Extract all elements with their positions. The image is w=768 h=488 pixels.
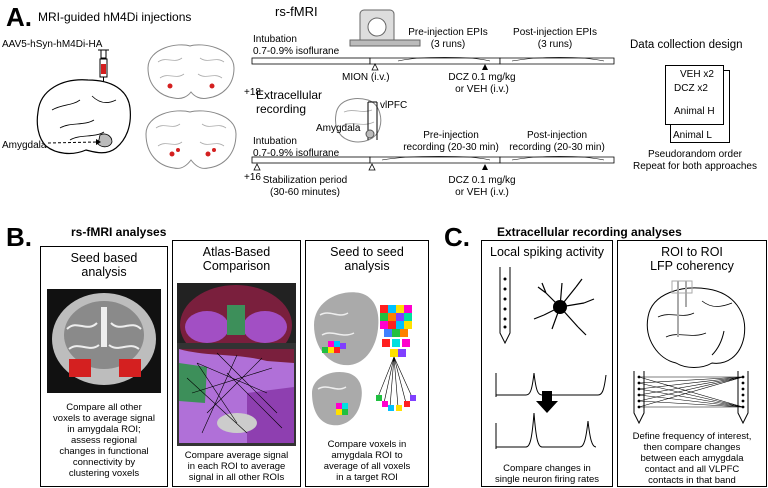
ephys-isoflurane: 0.7-0.9% isoflurane — [253, 148, 340, 159]
design-veh: VEH x2 — [680, 69, 714, 80]
seed-based-caption-5: changes in functional — [59, 446, 149, 457]
panel-c-title: Extracellular recording analyses — [497, 225, 682, 239]
rsfmri-title: rs-fMRI — [275, 4, 318, 19]
design-animal-h: Animal H — [674, 106, 715, 117]
rsfmri-mion: MION (i.v.) — [342, 72, 390, 83]
injection-brain-drawing — [36, 49, 131, 155]
seed-based-title-line1: Seed based — [70, 251, 138, 265]
seed-based-title-line2: analysis — [81, 265, 127, 279]
ephys-amygdala-label: Amygdala — [316, 123, 361, 134]
ephys-stab-line2: (30-60 minutes) — [269, 187, 341, 198]
seed-based-caption-6: connectivity by — [72, 457, 136, 468]
rsfmri-pre-epi-title: Pre-injection EPIs — [408, 27, 488, 38]
rsfmri-post-epi-runs: (3 runs) — [537, 39, 573, 50]
local-spiking-drawing — [495, 267, 607, 449]
seed-based-caption-3: in amygdala ROI; — [67, 424, 141, 435]
roi-coherency-caption-5: contacts in that band — [648, 475, 736, 486]
roi-coherency-drawing — [633, 280, 749, 425]
rsfmri-isoflurane: 0.7-0.9% isoflurane — [253, 46, 340, 57]
seed-based-caption-2: voxels to average signal — [53, 413, 155, 424]
ephys-title-line1: Extracellular — [256, 88, 323, 102]
coronal-slices-drawing — [145, 44, 237, 169]
seed-based-caption-1: Compare all other — [66, 402, 142, 413]
timelines-drawing — [251, 9, 615, 171]
roi-coherency-box: ROI to ROI LFP coherency — [617, 240, 767, 487]
seed-to-seed-caption-3: average of all voxels — [323, 461, 411, 472]
ephys-post-line1: Post-injection — [526, 130, 588, 141]
local-spiking-caption-1: Compare changes in — [503, 463, 591, 474]
ephys-dcz-line1: DCZ 0.1 mg/kg — [448, 175, 516, 186]
ephys-stab-line1: Stabilization period — [262, 175, 348, 186]
seed-to-seed-caption-2: amygdala ROI to — [331, 450, 403, 461]
injections-title: MRI-guided hM4Di injections — [38, 10, 192, 24]
local-spiking-title: Local spiking activity — [490, 245, 604, 259]
local-spiking-box: Local spiking activity Compare changes i… — [481, 240, 613, 487]
atlas-caption-2: in each ROI to average — [187, 461, 286, 472]
ephys-vlpfc-label: vlPFC — [380, 100, 408, 111]
ephys-title-line2: recording — [256, 102, 307, 116]
seed-to-seed-box: Seed to seed analysis — [305, 240, 429, 487]
slice-label-plus18: +18 — [244, 87, 261, 98]
local-spiking-caption-2: single neuron firing rates — [494, 474, 600, 485]
rsfmri-dcz-line1: DCZ 0.1 mg/kg — [448, 72, 516, 83]
panel-b-letter: B. — [6, 222, 32, 252]
ephys-pre-line2: recording (20-30 min) — [403, 142, 499, 153]
roi-coherency-title-line2: LFP coherency — [650, 259, 734, 273]
seed-to-seed-title-line1: Seed to seed — [330, 245, 404, 259]
rsfmri-pre-epi-runs: (3 runs) — [430, 39, 466, 50]
ephys-intubation: Intubation — [253, 136, 297, 147]
seed-based-box: Seed based analysis Compare all other vo… — [40, 246, 168, 487]
atlas-based-title-line2: Comparison — [202, 259, 271, 273]
seed-based-caption-7: clustering voxels — [68, 468, 140, 479]
panel-b-title: rs-fMRI analyses — [71, 225, 167, 239]
seed-to-seed-caption-1: Compare voxels in — [327, 439, 407, 450]
atlas-based-box: Atlas-Based Comparison Compare average s… — [172, 240, 301, 487]
rsfmri-dcz-line2: or VEH (i.v.) — [455, 84, 509, 95]
atlas-based-title-line1: Atlas-Based — [202, 245, 271, 259]
design-animal-l: Animal L — [673, 130, 712, 141]
slice-label-plus16: +16 — [244, 172, 261, 183]
design-dcz: DCZ x2 — [674, 83, 708, 94]
rsfmri-intubation: Intubation — [253, 34, 297, 45]
roi-coherency-caption-2: then compare changes — [643, 442, 741, 453]
roi-coherency-title-line1: ROI to ROI — [661, 245, 723, 259]
roi-coherency-caption-3: between each amygdala — [640, 453, 744, 464]
atlas-brain-image — [177, 283, 296, 446]
vector-label: AAV5-hSyn-hM4Di-HA — [2, 39, 103, 50]
ephys-dcz-line2: or VEH (i.v.) — [455, 187, 509, 198]
panel-c-letter: C. — [444, 222, 470, 252]
design-note-line2: Repeat for both approaches — [633, 161, 757, 172]
atlas-caption-3: signal in all other ROIs — [188, 472, 285, 483]
atlas-caption-1: Compare average signal — [184, 450, 289, 461]
seed-based-brain-image — [47, 289, 161, 393]
roi-coherency-caption-1: Define frequency of interest, — [632, 431, 752, 442]
design-title: Data collection design — [630, 39, 743, 51]
design-note-line1: Pseudorandom order — [648, 149, 742, 160]
amygdala-label: Amygdala — [2, 140, 47, 151]
ephys-post-line2: recording (20-30 min) — [509, 142, 605, 153]
design-card-front: VEH x2 DCZ x2 Animal H — [665, 65, 724, 125]
seed-to-seed-image — [312, 292, 416, 426]
rsfmri-post-epi-title: Post-injection EPIs — [513, 27, 597, 38]
seed-to-seed-title-line2: analysis — [344, 259, 390, 273]
ephys-pre-line1: Pre-injection — [423, 130, 479, 141]
roi-coherency-caption-4: contact and all VLPFC — [644, 464, 740, 475]
panel-a-letter: A. — [6, 2, 32, 32]
seed-based-caption-4: assess regional — [70, 435, 137, 446]
seed-to-seed-caption-4: in a target ROI — [336, 472, 398, 483]
